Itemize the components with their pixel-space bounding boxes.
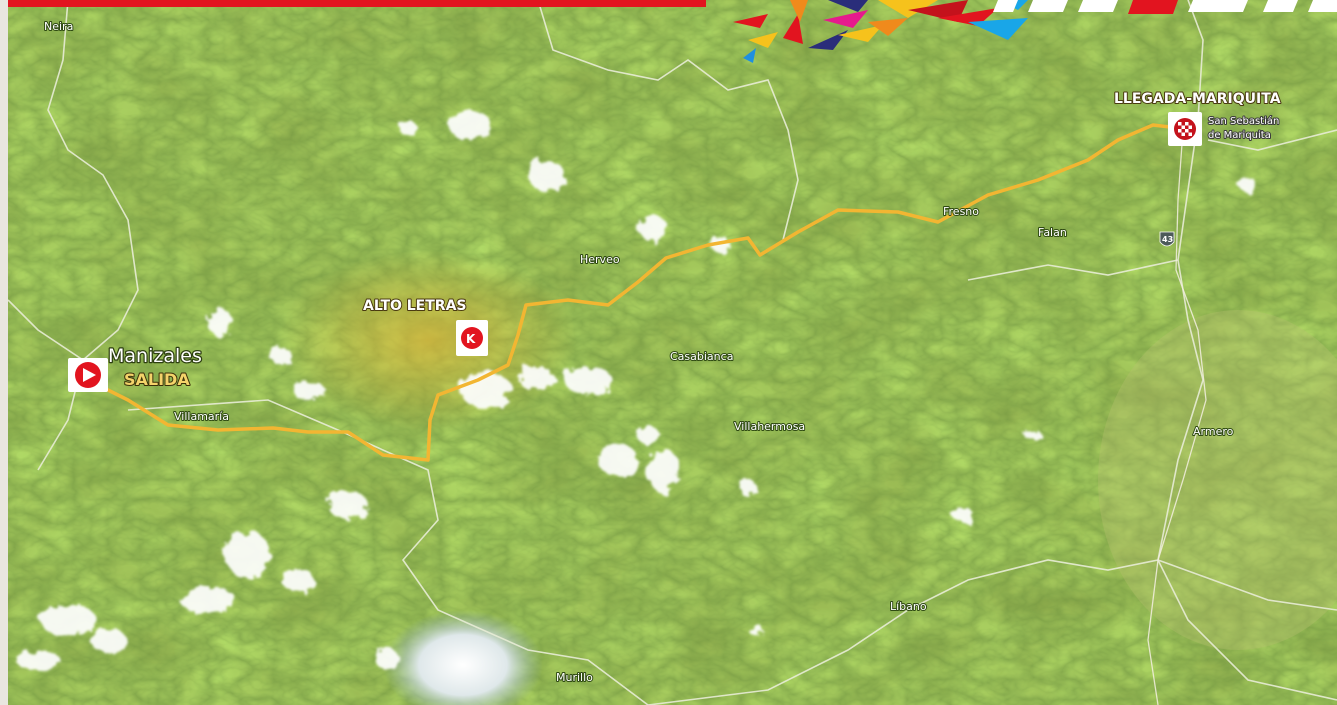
- finish-marker[interactable]: [1168, 112, 1202, 146]
- label-casabianca: Casabianca: [670, 350, 733, 363]
- label-fresno: Fresno: [943, 205, 979, 218]
- stage-map: Neira Manizales SALIDA Villamaría ALTO L…: [8, 0, 1337, 705]
- stage-route: [86, 123, 1180, 462]
- map-svg: Neira Manizales SALIDA Villamaría ALTO L…: [8, 0, 1337, 705]
- start-marker[interactable]: [68, 358, 108, 392]
- label-herveo: Herveo: [580, 253, 620, 266]
- banner-lettering: [993, 0, 1337, 14]
- terrain-ridges: [8, 0, 1337, 705]
- label-falan: Falan: [1038, 226, 1067, 239]
- label-salida: SALIDA: [124, 370, 190, 389]
- label-villahermosa: Villahermosa: [734, 420, 805, 433]
- highway-43: [1147, 129, 1207, 705]
- highway-43-number: 43: [1162, 235, 1173, 244]
- climb-marker[interactable]: K: [456, 320, 488, 356]
- logo-shards: [733, 0, 1028, 63]
- snow-peak: [383, 610, 543, 705]
- label-murillo: Murillo: [556, 671, 593, 684]
- label-neira: Neira: [44, 20, 73, 33]
- label-armero: Armero: [1193, 425, 1234, 438]
- department-borders: [8, 0, 1337, 705]
- highway-43-shield: 43: [1159, 231, 1175, 247]
- label-manizales: Manizales: [108, 345, 202, 367]
- label-de-mariquita: de Mariquita: [1208, 130, 1271, 141]
- label-san-sebastian: San Sebastián: [1208, 115, 1279, 127]
- play-icon: [83, 368, 96, 382]
- label-villamaria: Villamaría: [174, 410, 229, 423]
- label-libano: Líbano: [890, 600, 927, 613]
- label-llegada: LLEGADA-MARIQUITA: [1114, 91, 1281, 107]
- mountain-climb-k-icon: K: [466, 332, 476, 346]
- clouds: [16, 111, 1257, 670]
- label-alto-letras: ALTO LETRAS: [363, 298, 467, 314]
- highland-area: [278, 250, 578, 430]
- checkered-flag-icon: [1178, 122, 1192, 136]
- header-red-bar: [8, 0, 706, 7]
